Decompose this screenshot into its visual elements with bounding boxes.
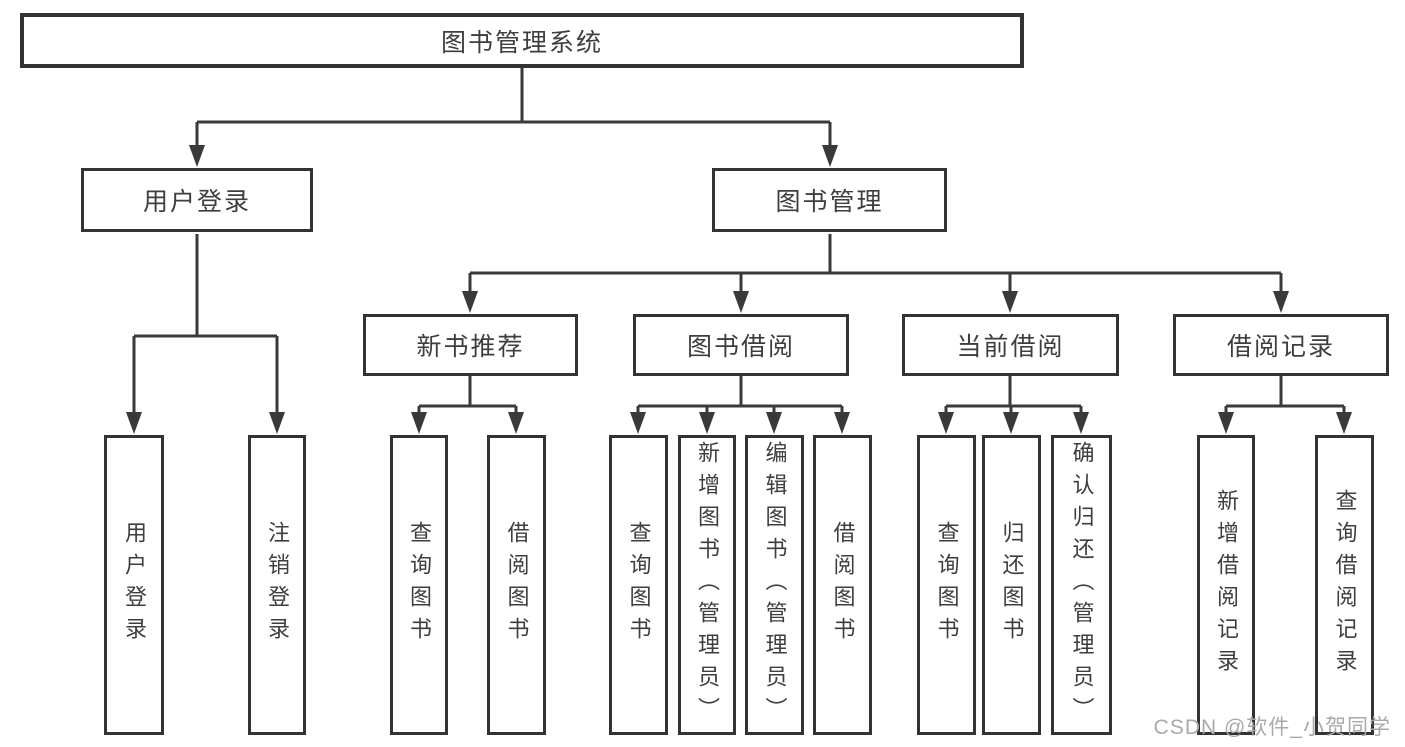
node-borrow-records: 借阅记录 — [1173, 314, 1389, 376]
leaf-edit-book-admin: 编辑图书（管理员） — [745, 435, 804, 735]
node-current-borrow: 当前借阅 — [902, 314, 1119, 376]
leaf-return-book: 归还图书 — [982, 435, 1041, 735]
connector-book-management-to-level3 — [462, 234, 1289, 313]
node-book-management: 图书管理 — [712, 168, 947, 232]
leaf-recommend-borrow-book: 借阅图书 — [487, 435, 546, 735]
connector-user-login-to-leaves — [126, 234, 285, 434]
connector-root-to-level2 — [189, 68, 838, 167]
node-new-book-recommend: 新书推荐 — [363, 314, 578, 376]
leaf-recommend-query-book: 查询图书 — [390, 435, 448, 735]
leaf-confirm-return-admin: 确认归还（管理员） — [1051, 435, 1112, 735]
leaf-logout-login: 注销登录 — [248, 435, 306, 735]
leaf-user-login: 用户登录 — [104, 435, 164, 735]
node-user-login: 用户登录 — [81, 168, 313, 232]
leaf-add-book-admin: 新增图书（管理员） — [678, 435, 736, 735]
leaf-current-query-book: 查询图书 — [917, 435, 976, 735]
leaf-borrow-query-book: 查询图书 — [609, 435, 668, 735]
connector-borrow-records-to-leaves — [1218, 376, 1352, 434]
watermark-text: CSDN @软件_小贺同学 — [1153, 716, 1391, 739]
connector-current-borrow-to-leaves — [938, 376, 1089, 434]
node-book-management-system: 图书管理系统 — [20, 13, 1024, 68]
leaf-borrow-book: 借阅图书 — [813, 435, 872, 735]
leaf-query-borrow-record: 查询借阅记录 — [1315, 435, 1374, 735]
connector-book-borrow-to-leaves — [630, 376, 850, 434]
node-book-borrow: 图书借阅 — [633, 314, 849, 376]
leaf-add-borrow-record: 新增借阅记录 — [1197, 435, 1255, 735]
connector-new-book-recommend-to-leaves — [411, 376, 524, 434]
